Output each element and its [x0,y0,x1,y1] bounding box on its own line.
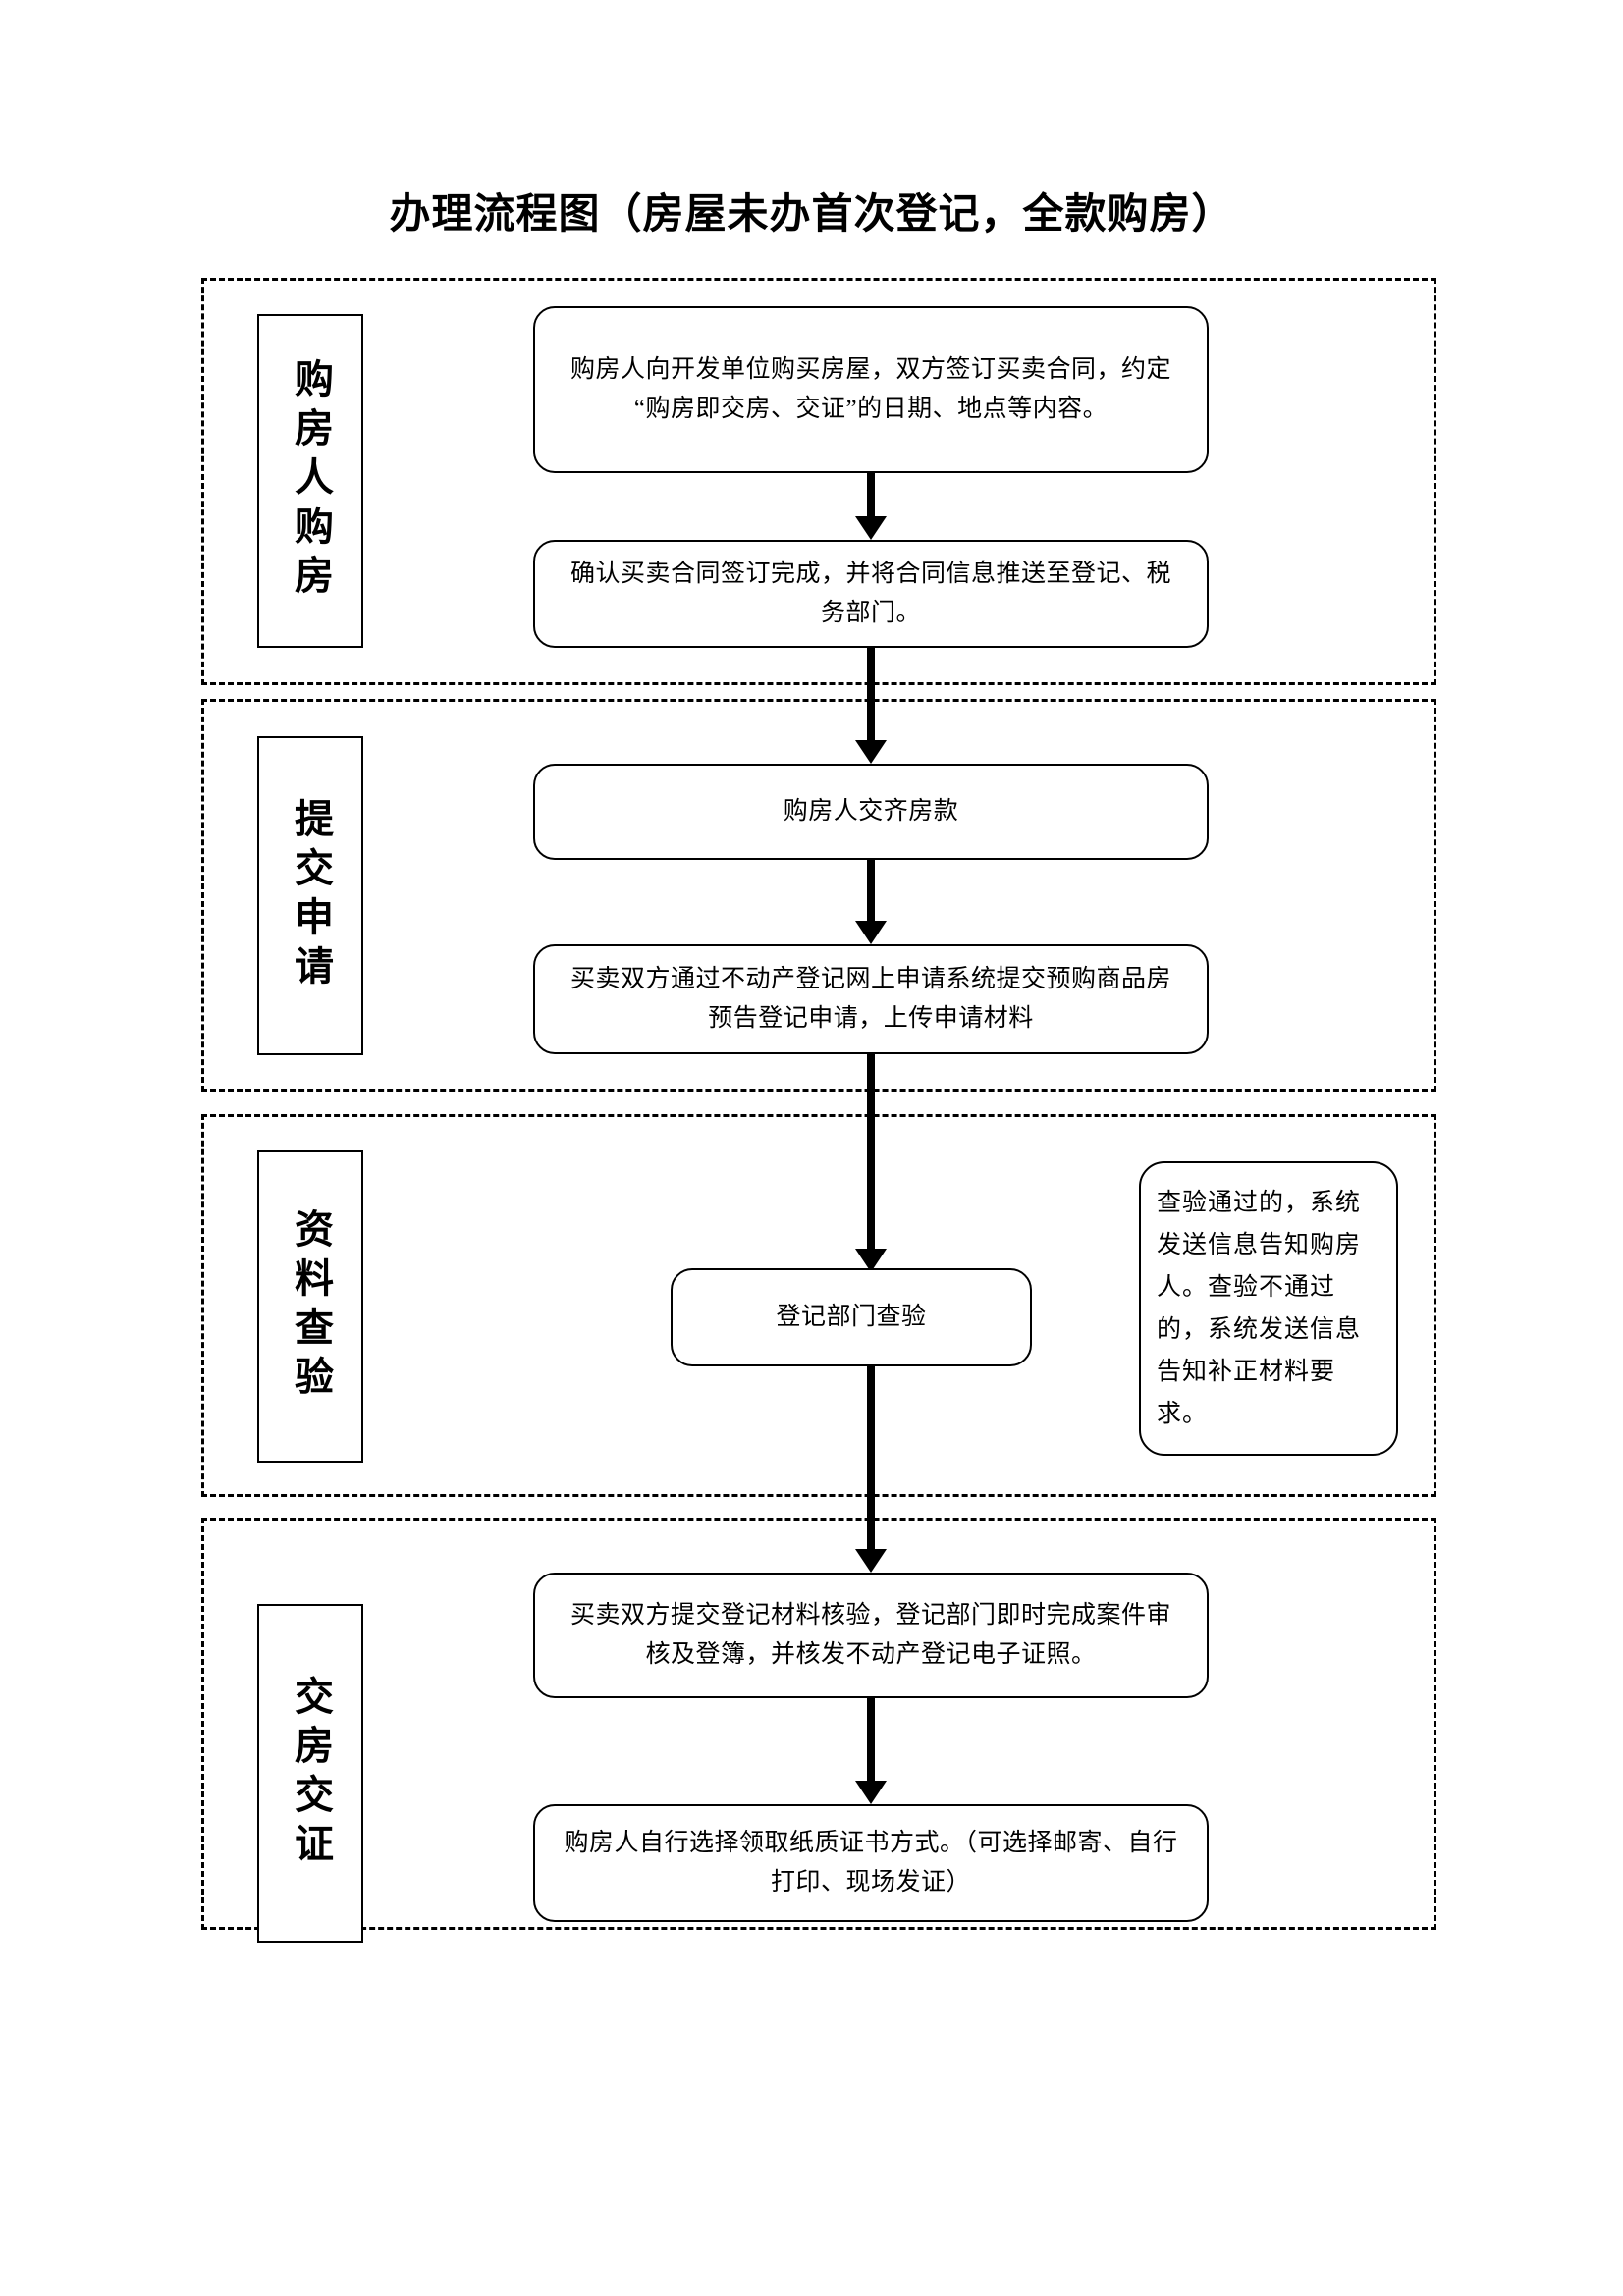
process-box-6: 买卖双方提交登记材料核验，登记部门即时完成案件审核及登簿，并核发不动产登记电子证… [533,1573,1209,1698]
verification-note-box: 查验通过的，系统发送信息告知购房人。查验不通过的，系统发送信息告知补正材料要求。 [1139,1161,1398,1456]
process-box-6-text: 买卖双方提交登记材料核验，登记部门即时完成案件审核及登簿，并核发不动产登记电子证… [569,1601,1171,1669]
process-box-4-text: 买卖双方通过不动产登记网上申请系统提交预购商品房预告登记申请，上传申请材料 [569,965,1171,1033]
process-box-2: 确认买卖合同签订完成，并将合同信息推送至登记、税务部门。 [533,540,1209,648]
process-box-2-text: 确认买卖合同签订完成，并将合同信息推送至登记、税务部门。 [569,560,1171,627]
stage-lane-3 [201,1114,1436,1497]
process-box-1-text: 购房人向开发单位购买房屋，双方签订买卖合同，约定“购房即交房、交证”的日期、地点… [569,355,1171,423]
process-box-4: 买卖双方通过不动产登记网上申请系统提交预购商品房预告登记申请，上传申请材料 [533,944,1209,1054]
process-box-1: 购房人向开发单位购买房屋，双方签订买卖合同，约定“购房即交房、交证”的日期、地点… [533,306,1209,473]
process-box-5: 登记部门查验 [671,1268,1032,1366]
process-box-3: 购房人交齐房款 [533,764,1209,860]
stage-lane-1 [201,278,1436,685]
process-box-5-text: 登记部门查验 [776,1303,927,1330]
stage-label-2: 提交申请 [257,736,363,1055]
stage-label-4: 交房交证 [257,1604,363,1943]
stage-label-2-text: 提交申请 [289,797,333,994]
stage-label-1-text: 购房人购房 [289,358,333,604]
process-box-7-text: 购房人自行选择领取纸质证书方式。（可选择邮寄、自行打印、现场发证） [564,1829,1178,1896]
page-title: 办理流程图（房屋未办首次登记，全款购房） [389,192,1234,238]
stage-label-3-text: 资料查验 [289,1208,333,1405]
verification-note-text: 查验通过的，系统发送信息告知购房人。查验不通过的，系统发送信息告知补正材料要求。 [1157,1190,1362,1427]
process-box-7: 购房人自行选择领取纸质证书方式。（可选择邮寄、自行打印、现场发证） [533,1804,1209,1922]
stage-label-1: 购房人购房 [257,314,363,648]
stage-lane-2 [201,699,1436,1092]
stage-label-4-text: 交房交证 [289,1675,333,1872]
stage-lane-4 [201,1518,1436,1930]
stage-label-3: 资料查验 [257,1150,363,1463]
process-box-3-text: 购房人交齐房款 [783,797,959,825]
